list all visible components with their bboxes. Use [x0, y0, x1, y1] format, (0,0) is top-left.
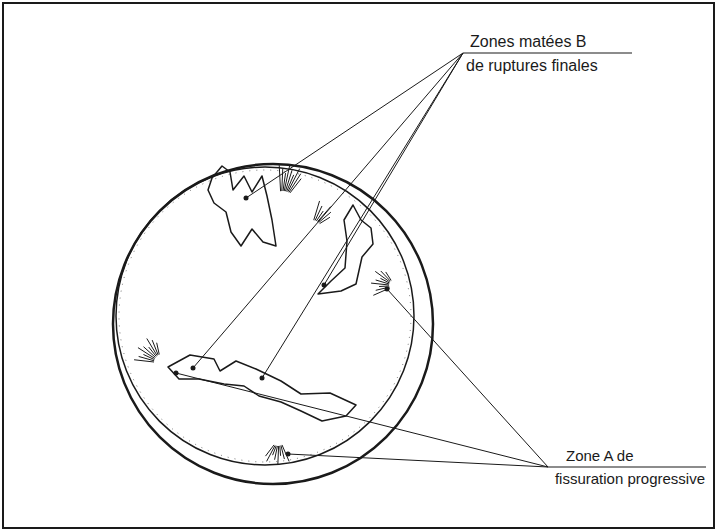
leader-dot: [260, 376, 265, 381]
fracture-surface: [116, 167, 414, 465]
leader-line: [288, 454, 548, 467]
leader-dot: [191, 366, 196, 371]
zone-label: Zones matées B: [470, 33, 587, 51]
striation-mark: [281, 169, 283, 191]
label-bars: [463, 53, 706, 467]
leader-line: [387, 289, 548, 467]
zone-label: fissuration progressive: [555, 471, 705, 488]
leader-line: [262, 53, 463, 378]
leader-dot: [244, 196, 249, 201]
leader-lines: [176, 53, 548, 467]
striation-mark: [157, 343, 160, 355]
leader-dot: [174, 371, 179, 376]
leader-line: [324, 53, 463, 285]
leader-dot: [322, 283, 327, 288]
leader-dot: [385, 287, 390, 292]
rupture-zone: [208, 166, 276, 246]
striation-mark: [147, 338, 157, 355]
final-rupture-zones: [168, 166, 373, 421]
striation-mark: [277, 446, 279, 464]
striation-mark: [281, 445, 284, 459]
leader-dot: [286, 452, 291, 457]
striation-mark: [289, 174, 301, 193]
striation-mark: [318, 207, 331, 222]
zone-label: Zone A de: [566, 448, 634, 465]
frame: [3, 3, 714, 528]
label-bar: [548, 466, 706, 467]
striation-mark: [386, 272, 391, 280]
leader-dots: [174, 196, 390, 457]
label-bar: [463, 52, 632, 53]
leader-line: [246, 53, 463, 198]
striation-mark: [279, 446, 281, 456]
leader-line: [193, 53, 463, 368]
striation-mark: [279, 165, 280, 191]
shaft-outline: [113, 164, 433, 484]
striation-mark: [144, 347, 156, 358]
leader-line: [176, 373, 548, 467]
progressive-crack-marks: [134, 165, 391, 464]
zone-label: de ruptures finales: [466, 57, 598, 75]
striation-mark: [375, 271, 390, 282]
striation-mark: [138, 348, 155, 359]
striation-mark: [266, 445, 274, 456]
striation-mark: [290, 179, 301, 193]
striation-mark: [381, 271, 391, 281]
